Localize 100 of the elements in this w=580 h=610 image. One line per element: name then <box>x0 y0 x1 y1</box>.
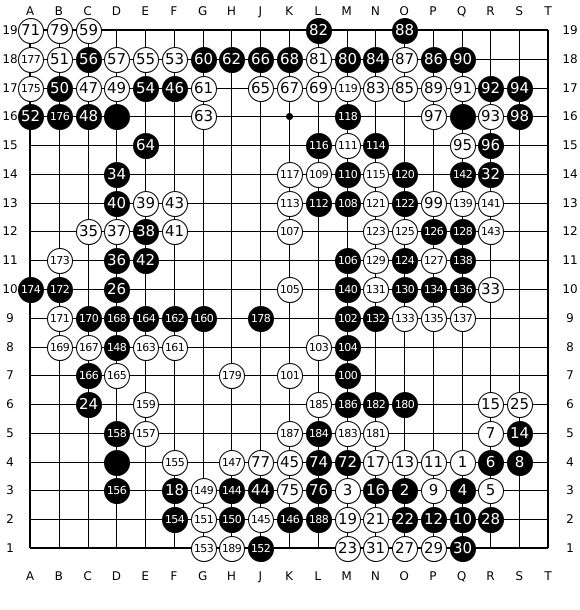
column-label: N <box>370 569 380 583</box>
go-stone: 174 <box>18 276 44 302</box>
column-label: R <box>486 4 495 18</box>
go-stone: 184 <box>306 420 332 446</box>
go-stone: 102 <box>334 306 360 332</box>
go-stone: 57 <box>104 46 130 72</box>
go-stone: 15 <box>478 392 504 418</box>
go-stone: 170 <box>76 306 102 332</box>
go-stone: 127 <box>420 248 446 274</box>
go-stone: 169 <box>46 334 72 360</box>
row-label: 10 <box>2 282 18 296</box>
go-stone: 25 <box>506 392 532 418</box>
column-label: H <box>226 569 236 583</box>
go-stone: 105 <box>276 276 302 302</box>
column-label: T <box>544 4 552 18</box>
go-stone: 101 <box>276 362 302 388</box>
row-label: 19 <box>2 23 18 37</box>
go-stone: 94 <box>506 76 532 102</box>
go-stone: 80 <box>334 46 360 72</box>
column-label: N <box>370 4 380 18</box>
go-stone: 68 <box>276 46 302 72</box>
go-stone: 181 <box>362 420 388 446</box>
go-stone: 54 <box>132 76 158 102</box>
go-stone: 2 <box>392 478 418 504</box>
go-stone: 136 <box>450 276 476 302</box>
column-label: J <box>258 569 262 583</box>
column-label: Q <box>456 569 466 583</box>
column-label: T <box>544 569 552 583</box>
row-label: 7 <box>6 368 14 382</box>
column-label: D <box>112 4 121 18</box>
column-label: K <box>285 569 293 583</box>
row-label: 7 <box>566 368 574 382</box>
go-stone: 189 <box>218 536 244 562</box>
go-stone: 180 <box>392 392 418 418</box>
go-stone: 1 <box>450 450 476 476</box>
go-stone: 139 <box>450 190 476 216</box>
go-stone: 7 <box>478 420 504 446</box>
go-stone: 62 <box>218 46 244 72</box>
go-stone: 82 <box>306 18 332 44</box>
go-stone: 141 <box>478 190 504 216</box>
column-label: L <box>314 4 322 18</box>
go-stone: 178 <box>248 306 274 332</box>
go-stone: 144 <box>218 478 244 504</box>
go-stone: 32 <box>478 162 504 188</box>
column-label: E <box>141 569 149 583</box>
go-stone: 81 <box>306 46 332 72</box>
column-label: Q <box>456 4 466 18</box>
go-stone: 8 <box>506 450 532 476</box>
go-stone: 150 <box>218 506 244 532</box>
go-stone: 29 <box>420 536 446 562</box>
column-label: S <box>515 4 524 18</box>
go-stone: 16 <box>362 478 388 504</box>
go-stone: 60 <box>190 46 216 72</box>
column-label: M <box>341 569 352 583</box>
row-label: 11 <box>562 253 578 268</box>
go-stone: 165 <box>104 362 130 388</box>
go-stone: 154 <box>162 506 188 532</box>
go-stone: 33 <box>478 276 504 302</box>
go-stone: 87 <box>392 46 418 72</box>
go-stone: 22 <box>392 506 418 532</box>
go-stone: 153 <box>190 536 216 562</box>
go-stone: 167 <box>76 334 102 360</box>
column-label: K <box>285 4 293 18</box>
go-stone: 66 <box>248 46 274 72</box>
go-stone: 95 <box>450 132 476 158</box>
go-stone: 126 <box>420 218 446 244</box>
go-stone: 6 <box>478 450 504 476</box>
go-stone: 65 <box>248 76 274 102</box>
row-label: 15 <box>2 138 18 152</box>
go-stone: 171 <box>46 306 72 332</box>
go-stone: 156 <box>104 478 130 504</box>
go-stone: 188 <box>306 506 332 532</box>
go-stone: 86 <box>420 46 446 72</box>
go-stone: 134 <box>420 276 446 302</box>
go-stone <box>104 450 130 476</box>
go-stone: 67 <box>276 76 302 102</box>
go-stone: 31 <box>362 536 388 562</box>
go-stone: 125 <box>392 218 418 244</box>
go-stone: 166 <box>76 362 102 388</box>
go-stone: 39 <box>132 190 158 216</box>
go-stone: 3 <box>334 478 360 504</box>
row-label: 12 <box>2 224 18 238</box>
go-stone: 163 <box>132 334 158 360</box>
column-label: R <box>486 569 495 583</box>
go-stone: 53 <box>162 46 188 72</box>
go-stone: 146 <box>276 506 302 532</box>
go-stone: 155 <box>162 450 188 476</box>
go-stone: 96 <box>478 132 504 158</box>
column-label: G <box>198 569 208 583</box>
go-stone: 47 <box>76 76 102 102</box>
go-stone: 168 <box>104 306 130 332</box>
go-stone: 107 <box>276 218 302 244</box>
row-label: 1 <box>6 541 14 555</box>
go-stone: 56 <box>76 46 102 72</box>
go-stone: 149 <box>190 478 216 504</box>
go-stone: 113 <box>276 190 302 216</box>
go-stone: 48 <box>76 104 102 130</box>
go-stone: 97 <box>420 104 446 130</box>
row-label: 3 <box>6 483 14 498</box>
column-label: G <box>198 4 208 18</box>
